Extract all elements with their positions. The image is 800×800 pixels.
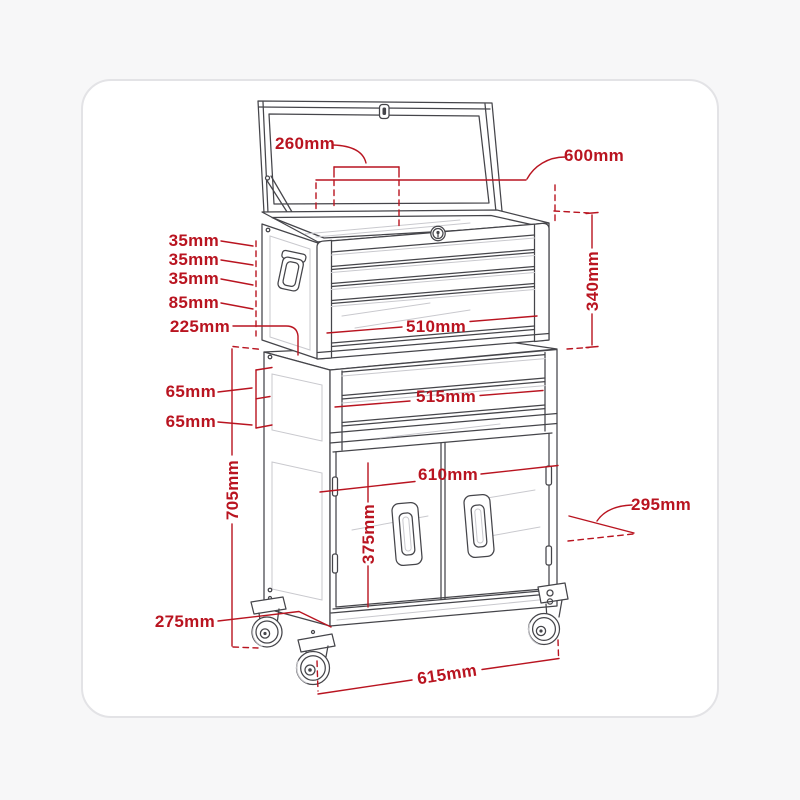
dim-cab-top-depth: 295mm (567, 495, 691, 542)
dim-label-260mm: 260mm (275, 134, 335, 153)
front-left-caster (295, 633, 336, 686)
dimension-annotations: 260mm 600mm 35mm 35mm 35mm 85mm (155, 134, 691, 695)
dim-label-275mm: 275mm (155, 612, 215, 631)
dim-base-depth: 275mm (155, 610, 332, 631)
dim-label-225mm: 225mm (170, 317, 230, 336)
dim-label-610mm: 610mm (418, 465, 478, 484)
dim-label-705mm: 705mm (223, 460, 242, 520)
dim-label-375mm: 375mm (359, 504, 378, 564)
lid-stay-arm (265, 178, 290, 216)
dim-label-35mm-2: 35mm (169, 250, 219, 269)
chest-side-handle (277, 249, 307, 292)
dim-label-35mm-3: 35mm (169, 269, 219, 288)
dim-chest-width: 600mm (315, 146, 624, 226)
door-hinge (545, 545, 553, 566)
dim-chest-drawer-heights: 35mm 35mm 35mm 85mm (169, 231, 257, 337)
roller-cabinet (263, 348, 558, 642)
dim-cab-drawer-heights: 65mm 65mm (166, 366, 273, 431)
door-hinge (545, 465, 553, 486)
rear-left-caster (250, 596, 287, 648)
lid-latch-slot (382, 107, 387, 115)
cupboard-top-edge (332, 432, 553, 453)
dim-cupboard-door-height: 375mm (359, 462, 378, 608)
chest-lock (430, 225, 446, 242)
dim-label-35mm-1: 35mm (169, 231, 219, 250)
dim-label-510mm: 510mm (406, 317, 466, 336)
dim-chest-drawer-width: 510mm (326, 315, 538, 336)
front-right-caster (527, 582, 569, 646)
dim-label-85mm: 85mm (169, 293, 219, 312)
dim-chest-height: 340mm (553, 210, 602, 350)
dim-chest-depth: 225mm (170, 317, 299, 356)
chest-lid (257, 100, 503, 216)
dim-cab-drawer-width: 515mm (334, 387, 544, 408)
dim-label-600mm: 600mm (564, 146, 624, 165)
top-chest (261, 209, 550, 360)
dim-label-340mm: 340mm (583, 251, 602, 311)
dim-label-295mm: 295mm (631, 495, 691, 514)
dim-cab-height: 705mm (223, 345, 263, 649)
door-hinge (331, 553, 339, 574)
dim-label-65mm-2: 65mm (166, 412, 216, 431)
dim-lid-inner-width: 260mm (275, 134, 400, 231)
dim-label-65mm-1: 65mm (166, 382, 216, 401)
door-hinge (331, 476, 339, 497)
dim-label-515mm: 515mm (416, 387, 476, 406)
dim-label-615mm: 615mm (416, 661, 478, 689)
casters (250, 582, 569, 686)
rollcab-side-panel (263, 351, 331, 627)
left-door-handle (391, 501, 423, 567)
dim-base-width: 615mm (316, 639, 560, 695)
right-door-handle (463, 493, 495, 559)
